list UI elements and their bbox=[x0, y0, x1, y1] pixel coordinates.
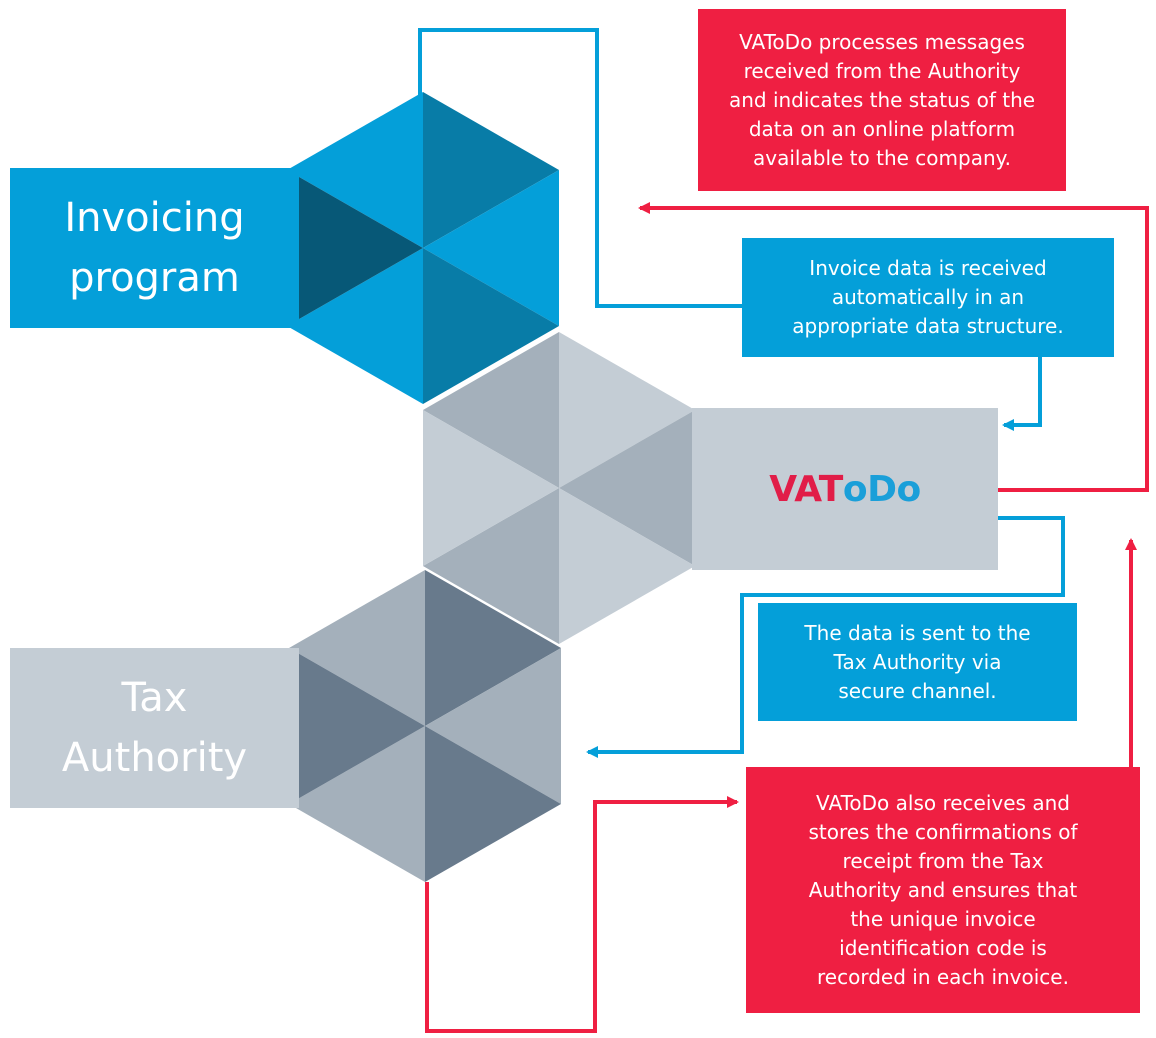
note-status-platform: VAToDo processes messages received from … bbox=[698, 9, 1066, 191]
note-line: appropriate data structure. bbox=[792, 314, 1064, 338]
invoicing-program-node: Invoicing program bbox=[10, 168, 299, 328]
note-line: VAToDo also receives and bbox=[816, 790, 1070, 815]
note-line: secure channel. bbox=[838, 678, 997, 703]
hex-triangle bbox=[423, 170, 559, 326]
arrow-vatodo-to-top-note bbox=[638, 202, 1149, 492]
hex-triangle bbox=[289, 726, 425, 882]
hex-triangle bbox=[425, 648, 561, 804]
hex-triangle bbox=[287, 248, 423, 404]
invoicing-hexagon bbox=[287, 92, 559, 404]
note-line: Authority and ensures that bbox=[808, 877, 1078, 902]
hex-triangle bbox=[423, 488, 559, 644]
note-line: recorded in each invoice. bbox=[817, 964, 1069, 989]
hex-triangle bbox=[559, 410, 695, 566]
logo-part-blue: oDo bbox=[842, 468, 921, 510]
note-data-sent: The data is sent to the Tax Authority vi… bbox=[758, 603, 1077, 721]
hex-triangle bbox=[423, 410, 559, 566]
vatodo-hexagon bbox=[423, 332, 695, 644]
tax-authority-label-line: Authority bbox=[61, 735, 248, 781]
note-line: The data is sent to the bbox=[804, 620, 1031, 645]
arrow-tax-to-bottom-note bbox=[425, 796, 739, 1033]
invoicing-label-line: Invoicing bbox=[64, 195, 245, 241]
hex-triangle bbox=[423, 92, 559, 248]
tax-authority-hexagon bbox=[289, 570, 561, 882]
note-line: data on an online platform bbox=[748, 116, 1016, 141]
note-line: receipt from the Tax bbox=[842, 848, 1044, 873]
note-line: Invoice data is received bbox=[809, 256, 1047, 280]
hex-triangle bbox=[423, 248, 559, 404]
note-line: VAToDo processes messages bbox=[739, 29, 1025, 54]
note-line: the unique invoice bbox=[850, 906, 1036, 931]
note-line: identification code is bbox=[839, 935, 1047, 960]
arrow-vatodo-to-tax bbox=[586, 516, 1065, 758]
hex-triangle bbox=[423, 332, 559, 488]
note-line: and indicates the status of the bbox=[728, 87, 1036, 112]
vatodo-node: VAT oDo bbox=[692, 408, 998, 570]
hex-triangle bbox=[425, 726, 561, 882]
hex-triangle bbox=[287, 170, 423, 326]
hex-triangle bbox=[425, 570, 561, 726]
vatodo-logo: VAT oDo bbox=[769, 468, 921, 510]
tax-authority-label-line: Tax bbox=[121, 675, 188, 721]
connector-invoicing-to-note bbox=[418, 28, 742, 308]
note-confirmations: VAToDo also receives and stores the conf… bbox=[746, 767, 1140, 1013]
hex-triangle bbox=[287, 92, 423, 248]
note-line: automatically in an bbox=[831, 285, 1025, 309]
note-line: Tax Authority via bbox=[833, 649, 1002, 674]
hex-triangle bbox=[559, 332, 695, 488]
hex-triangle bbox=[289, 648, 425, 804]
arrow-note-to-vatodo bbox=[1002, 357, 1042, 431]
note-invoice-data-received: Invoice data is received automatically i… bbox=[742, 238, 1114, 357]
tax-authority-node: Tax Authority bbox=[10, 648, 299, 808]
invoicing-label-line: program bbox=[69, 255, 240, 301]
logo-part-red: VAT bbox=[769, 468, 843, 510]
note-line: received from the Authority bbox=[743, 58, 1021, 83]
hex-triangle bbox=[289, 570, 425, 726]
note-line: available to the company. bbox=[753, 145, 1011, 170]
note-line: stores the confirmations of bbox=[808, 819, 1078, 844]
hex-triangle bbox=[559, 488, 695, 644]
